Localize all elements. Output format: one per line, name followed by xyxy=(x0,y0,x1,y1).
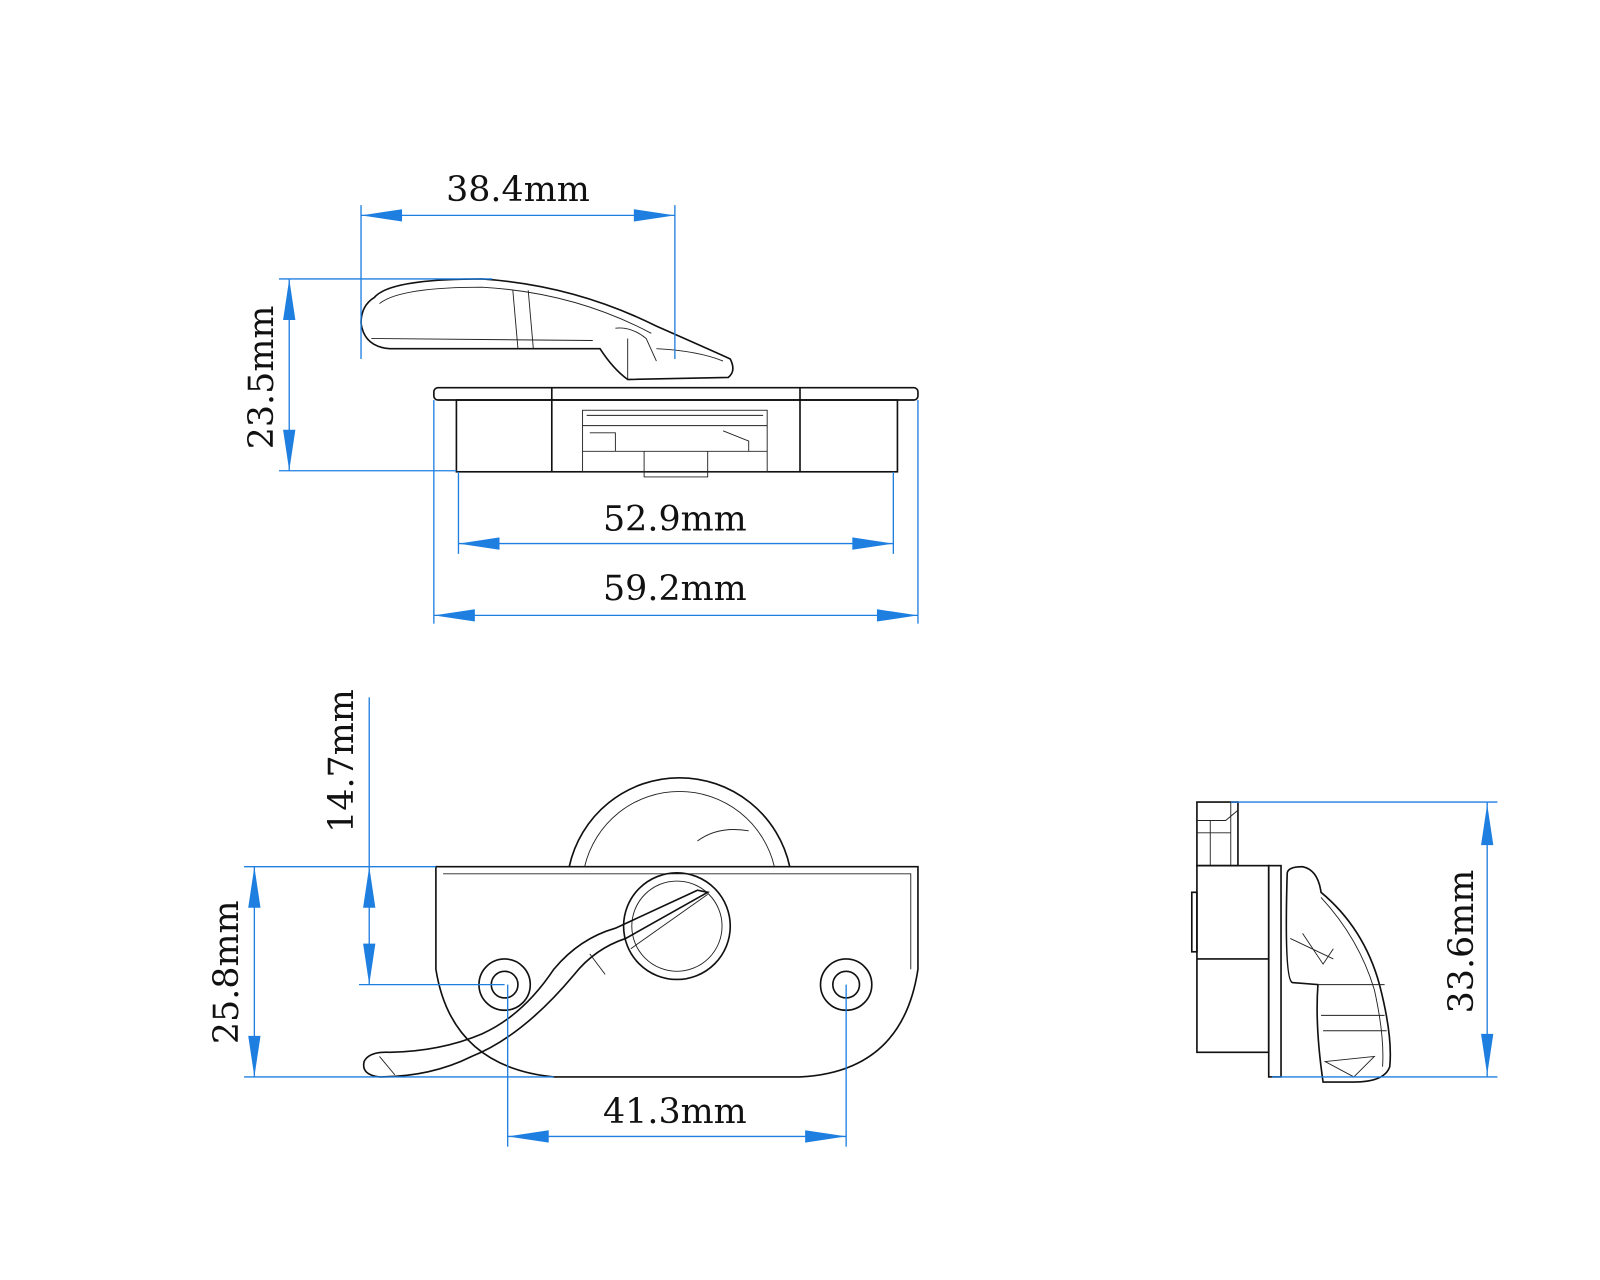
side-view: 33.6mm xyxy=(1190,801,1498,1083)
dimension-59-2: 59.2mm xyxy=(433,399,919,624)
dimension-23-5: 23.5mm xyxy=(242,278,493,472)
dimension-33-6: 33.6mm xyxy=(1230,801,1498,1078)
cam-arc xyxy=(568,777,791,867)
side-handle xyxy=(1285,865,1392,1083)
dimension-52-9: 52.9mm xyxy=(457,471,894,554)
top-view: 38.4mm 23.5mm 52.9mm 59.2mm xyxy=(242,170,919,624)
pivot-outer xyxy=(622,871,732,981)
label-23-5: 23.5mm xyxy=(242,306,282,450)
base-body xyxy=(455,399,899,473)
dimension-14-7: 14.7mm xyxy=(322,689,505,986)
label-38-4: 38.4mm xyxy=(446,170,590,210)
label-59-2: 59.2mm xyxy=(603,569,747,609)
base-plate xyxy=(433,386,919,401)
label-14-7: 14.7mm xyxy=(322,689,362,833)
mechanism xyxy=(582,409,768,473)
mounting-plate xyxy=(435,865,919,1078)
front-view: 14.7mm 25.8mm 41.3mm xyxy=(207,689,919,1147)
dimension-25-8: 25.8mm xyxy=(207,866,554,1078)
lever xyxy=(362,889,711,1078)
dimension-41-3: 41.3mm xyxy=(507,984,847,1147)
label-52-9: 52.9mm xyxy=(603,499,747,539)
label-25-8: 25.8mm xyxy=(207,900,247,1044)
handle-outline xyxy=(360,278,734,381)
label-33-6: 33.6mm xyxy=(1442,870,1482,1014)
dimension-38-4: 38.4mm xyxy=(360,170,676,359)
label-41-3: 41.3mm xyxy=(603,1092,747,1132)
